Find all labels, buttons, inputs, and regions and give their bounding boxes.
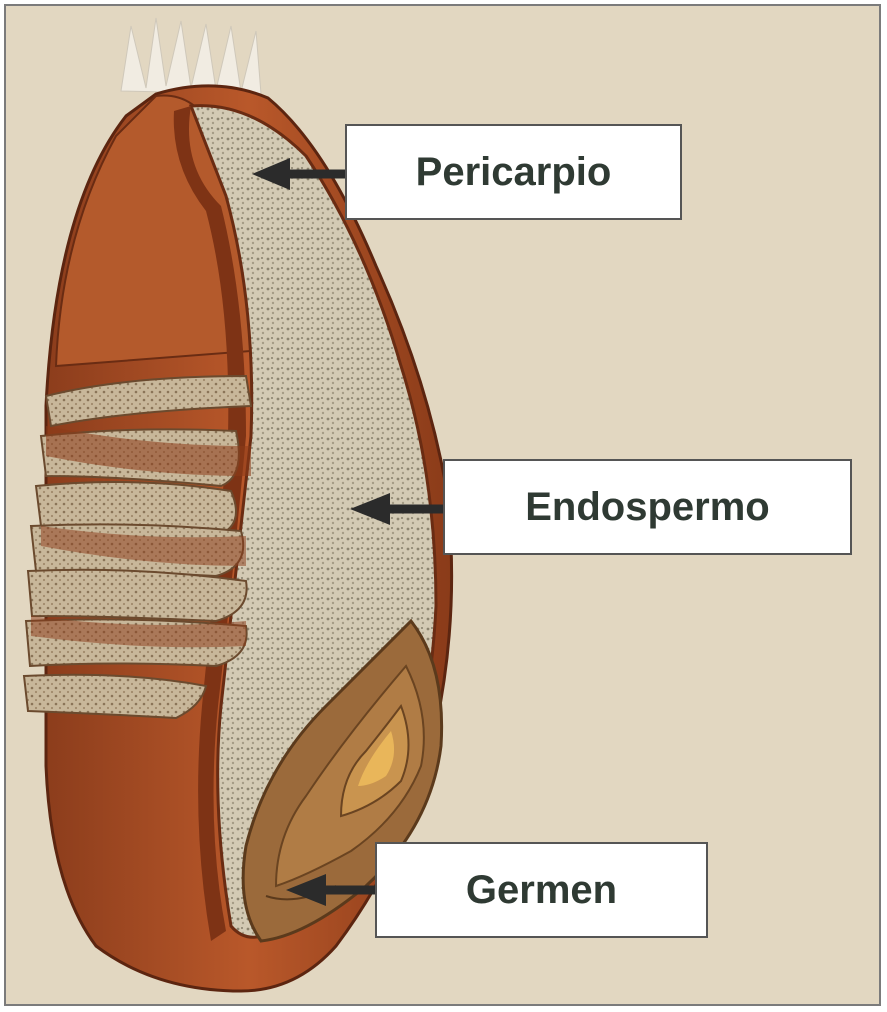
label-endospermo: Endospermo xyxy=(443,459,852,555)
diagram-frame: Pericarpio Endospermo Germen xyxy=(4,4,881,1006)
label-germen: Germen xyxy=(375,842,708,938)
brush-hairs xyxy=(121,18,261,94)
label-pericarpio: Pericarpio xyxy=(345,124,682,220)
